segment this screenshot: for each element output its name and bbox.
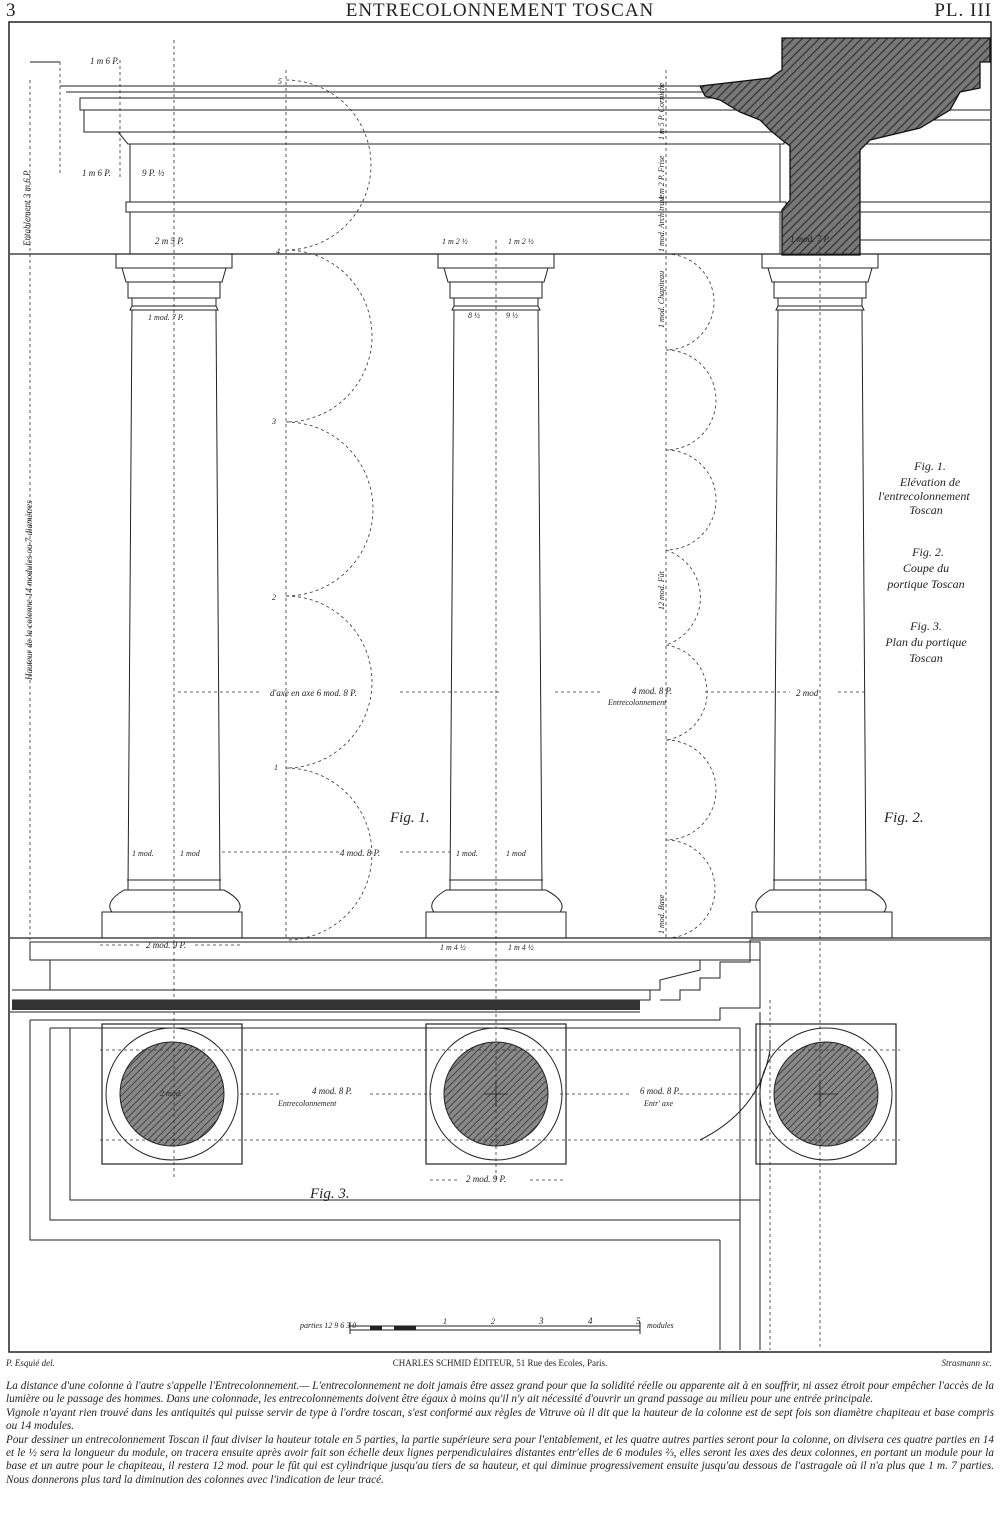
- dim-hauteur: Hauteur de la colonne 14 modules ou 7 di…: [24, 500, 34, 681]
- column-right: [751, 253, 893, 939]
- fig1-label: Fig. 1.: [389, 810, 430, 826]
- caption-paragraph-3: Pour dessiner un entrecolonnement Toscan…: [6, 1433, 994, 1486]
- dim-shaft-top-b: 9 ½: [506, 311, 518, 320]
- dim-plan-entre-num: 4 mod. 8 P.: [312, 1086, 352, 1096]
- legend-fig3-l2: Toscan: [909, 651, 943, 665]
- legend-fig1-l3: Toscan: [909, 503, 943, 517]
- dim-v-frise: 1 m 2 P. Frise: [657, 155, 666, 200]
- legend-fig1-l1: Elévation de: [899, 475, 961, 489]
- dim-v-archi: 1 mod. Architrave: [657, 194, 666, 252]
- scale-1: 1: [443, 1317, 447, 1326]
- dim-two-mod: 2 mod: [796, 688, 819, 698]
- scale-2: 2: [491, 1317, 495, 1326]
- legend-fig2-title: Fig. 2.: [911, 545, 944, 559]
- dim-shaft-top-left: 1 mod. 7 P.: [148, 313, 184, 322]
- credit-drawer: P. Esquié del.: [6, 1358, 55, 1368]
- construction-lines: [29, 40, 900, 1350]
- dim-plinth-mid-b: 1 m 4 ½: [508, 943, 534, 952]
- dim-section-wall: 1 mod. 7 P.: [790, 234, 830, 244]
- division-2: 2: [272, 593, 276, 602]
- dim-v-fut: 12 mod. Fût: [657, 570, 666, 610]
- dim-entre-num: 4 mod. 8 P.: [632, 686, 672, 696]
- scale-3: 3: [538, 1316, 544, 1326]
- legend-fig2-l2: portique Toscan: [886, 577, 964, 591]
- dim-cap-mid-b: 1 m 2 ½: [508, 237, 534, 246]
- legend: Fig. 1. Elévation de l'entrecolonnement …: [878, 459, 970, 665]
- plate-number: PL. III: [934, 0, 992, 21]
- legend-fig3-l1: Plan du portique: [884, 635, 967, 649]
- dim-plan-two-mod: 2 mod.: [160, 1089, 182, 1098]
- dim-base-l2: 1 mod: [180, 849, 201, 858]
- dim-frieze-small: 9 P. ½: [142, 168, 165, 178]
- page-number: 3: [6, 0, 17, 21]
- caption-paragraph-1: La distance d'une colonne à l'autre s'ap…: [6, 1380, 994, 1406]
- engraving: parties 12 9 6 3 0 1 2 3 4 5 modules 5 4…: [8, 21, 992, 1353]
- dim-plan-entre-word: Entrecolonnement: [277, 1099, 337, 1108]
- scale-parties: parties 12 9 6 3 0: [299, 1321, 356, 1330]
- credit-engraver: Strasmann sc.: [941, 1358, 992, 1368]
- dim-plan-axe-word: Entr' axe: [643, 1099, 673, 1108]
- scale-5: 5: [636, 1316, 641, 1326]
- dim-frieze-proj: 1 m 6 P.: [82, 168, 111, 178]
- dim-v-chap: 1 mod. Chapiteau: [657, 271, 666, 328]
- dim-plan-axe-num: 6 mod. 8 P.: [640, 1086, 680, 1096]
- column-left: [101, 253, 243, 939]
- division-4: 4: [276, 247, 280, 256]
- dim-base-r2: 1 mod: [506, 849, 527, 858]
- dim-cap-left: 2 m 5 P.: [155, 236, 184, 246]
- division-numbers: 5 4 3 2 1: [271, 77, 282, 772]
- plan-axes: [484, 1082, 838, 1106]
- dim-base-mid: 4 mod. 8 P.: [340, 848, 380, 858]
- division-1: 1: [274, 763, 278, 772]
- dim-base-l1: 1 mod.: [132, 849, 154, 858]
- fig2-label: Fig. 2.: [883, 810, 924, 826]
- dim-v-base: 1 mod. Base: [657, 894, 666, 934]
- dim-base-r1: 1 mod.: [456, 849, 478, 858]
- dim-cap-mid-a: 1 m 2 ½: [442, 237, 468, 246]
- caption-paragraph-2: Vignole n'ayant rien trouvé dans les ant…: [6, 1406, 994, 1433]
- credit-publisher: CHARLES SCHMID ÉDITEUR, 51 Rue des Ecole…: [392, 1358, 608, 1368]
- dim-axe: d'axe en axe 6 mod. 8 P.: [270, 688, 357, 698]
- dim-entablement: Entablement 3 m 6 P: [22, 170, 32, 247]
- semicircles-right: [665, 253, 717, 939]
- legend-fig1-l2: l'entrecolonnement: [878, 489, 970, 503]
- dimension-labels: 1 m 6 P. 1 m 6 P. 9 P. ½ Entablement 3 m…: [22, 56, 830, 1184]
- entablement-section: [699, 37, 991, 256]
- scale-bar: parties 12 9 6 3 0 1 2 3 4 5 modules: [299, 1316, 674, 1334]
- division-5: 5: [278, 77, 282, 86]
- fig3-label: Fig. 3.: [309, 1186, 350, 1202]
- division-3: 3: [271, 417, 276, 426]
- dim-v-corniche: 1 m 5 P. Corniche: [657, 82, 666, 140]
- dim-plinth-left: 2 mod. 9 P.: [146, 940, 186, 950]
- legend-fig1-title: Fig. 1.: [913, 459, 946, 473]
- steps: [10, 937, 990, 1010]
- dim-plinth-mid-a: 1 m 4 ½: [440, 943, 466, 952]
- semicircles-left: [285, 79, 374, 941]
- scale-unit: modules: [647, 1321, 674, 1330]
- dim-plan-plinth: 2 mod. 9 P.: [466, 1174, 506, 1184]
- legend-fig3-title: Fig. 3.: [909, 619, 942, 633]
- plate-title: ENTRECOLONNEMENT TOSCAN: [345, 0, 655, 21]
- dim-corniche-proj: 1 m 6 P.: [90, 56, 119, 66]
- legend-fig2-l1: Coupe du: [903, 561, 949, 575]
- dim-shaft-top-a: 8 ½: [468, 311, 480, 320]
- dim-entre-word: Entrecolonnement: [607, 698, 667, 707]
- plate-frame: [8, 21, 992, 1353]
- scale-4: 4: [588, 1316, 593, 1326]
- caption: La distance d'une colonne à l'autre s'ap…: [6, 1380, 994, 1487]
